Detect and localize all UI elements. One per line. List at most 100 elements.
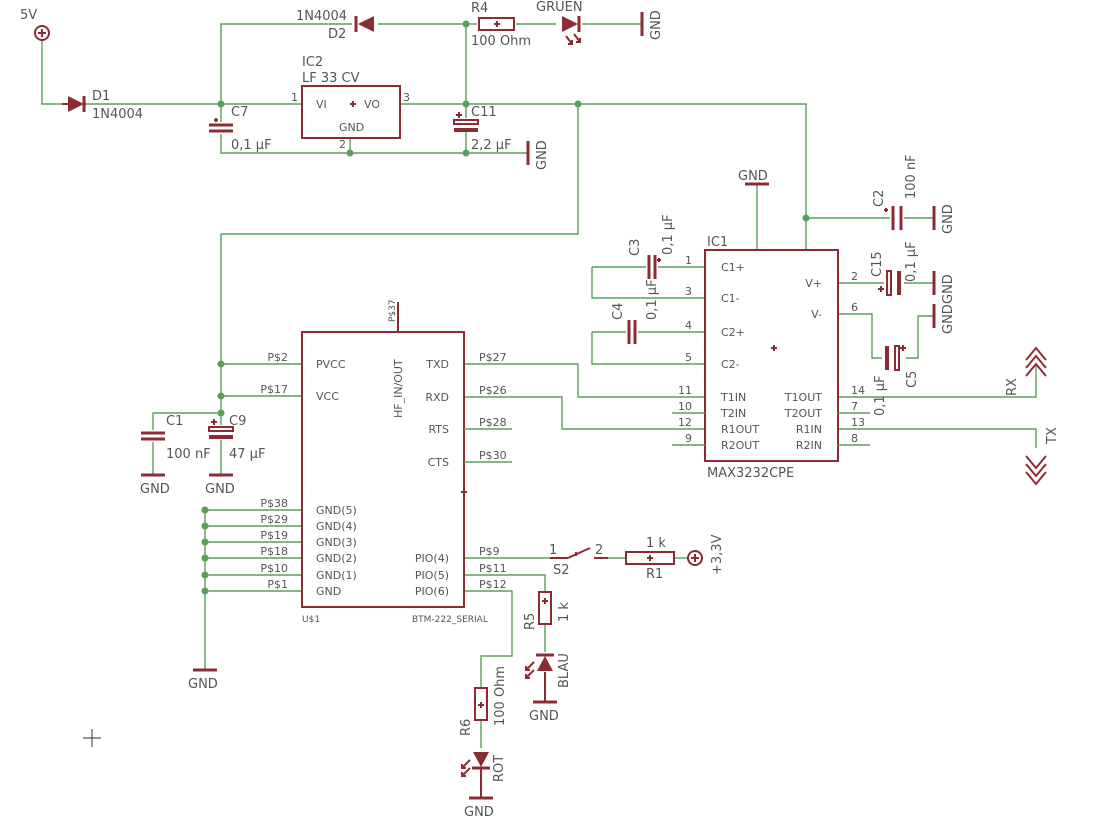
u1-pin-name: GND(4) [316,520,357,533]
c5-value: 0,1 µF [873,375,888,416]
c15-ref: C15 [870,251,885,277]
gnd-symbol: GND [738,169,769,186]
u1-pin-number: P$2 [267,351,288,364]
ic1-pin-name: T1IN [720,391,746,404]
ic1-pin-name: T2OUT [784,407,822,420]
resistor-r5: R5 1 k [523,591,572,630]
capacitor-c4: C4 0,1 µF [611,279,660,344]
resistor-r4: R4 100 Ohm [471,1,531,49]
capacitor-c7: C7 0,1 µF [209,105,272,153]
u1-pin-name: PIO(5) [415,569,449,582]
c3-ref: C3 [628,239,643,256]
led-rot-label: ROT [492,755,507,782]
gnd-label: GND [140,482,170,497]
supply-5v-label: 5V [20,8,37,23]
led-rot: ROT [461,752,507,798]
ic1-pin-number: 13 [851,416,865,429]
gnd-label: GND [529,709,559,724]
u1-pin-name: VCC [316,390,339,403]
gnd-symbol: GND [640,10,664,40]
supply-3v3: +3,3V [687,534,725,575]
ic1-pin-name: R1OUT [721,423,759,436]
capacitor-c15: C15 0,1 µF [870,241,919,296]
s2-pin1: 1 [549,543,557,558]
ic1-pin-number: 1 [685,254,692,267]
ic1-pin-name: C2- [721,358,740,371]
u1-pin-number: P$26 [479,384,507,397]
d1-value: 1N4004 [92,107,143,122]
ic1-pin-number: 4 [685,319,692,332]
supply-3v3-label: +3,3V [710,534,725,575]
ic2-ref: IC2 [302,55,323,70]
gnd-label: GND [738,169,768,184]
ic1-pin-name: R1IN [796,423,822,436]
c11-value: 2,2 µF [471,138,512,153]
gnd-symbol: GND [932,204,956,234]
wires [41,23,1037,748]
gnd-label: GND [464,805,494,820]
u1-pin-name: GND(2) [316,552,357,565]
u1-pin-number: P$12 [479,578,507,591]
capacitor-c1: C1 100 nF [141,414,211,462]
ic2-pin2: 2 [339,138,346,151]
ic2-pin-gnd: GND [339,121,364,134]
ic1-pin-number: 8 [851,432,858,445]
c4-value: 0,1 µF [645,279,660,320]
ic2-pin3: 3 [403,91,410,104]
u1-pin-number: P$28 [479,416,507,429]
s2-pin2: 2 [595,543,603,558]
c1-value: 100 nF [166,447,211,462]
u1-pin-name: CTS [428,456,449,469]
c9-ref: C9 [229,414,246,429]
u1-pin-number: P$30 [479,449,507,462]
r1-value: 1 k [646,536,666,551]
ic1-left-pins: 1C1+3C1-4C2+5C2-11T1IN10T2IN12R1OUT9R2OU… [672,254,759,452]
c9-value: 47 µF [229,447,265,462]
u1-pin-name: GND [316,585,341,598]
capacitor-c9: C9 47 µF [208,414,265,462]
gnd-symbol: GND [932,304,956,334]
resistor-r1: 1 k R1 [625,536,675,582]
gnd-label: GND [941,274,956,304]
led-blau-label: BLAU [557,653,572,688]
ic1-pin-number: 7 [851,400,858,413]
u1-right-pins: TXDP$27RXDP$26RTSP$28CTSP$30PIO(4)P$9PIO… [415,351,512,598]
gnd-label: GND [535,140,550,170]
u1-pin-name: PVCC [316,358,346,371]
u1-pin-name: PIO(4) [415,552,449,565]
ic1-pin-name: C1+ [721,261,745,274]
module-u1: P$37 HF_IN/OUT U$1 BTM-222_SERIAL P$2PVC… [260,299,512,625]
gnd-symbol: GND [932,271,956,304]
gnd-label: GND [941,204,956,234]
r1-ref: R1 [646,567,663,582]
r4-value: 100 Ohm [471,34,531,49]
rx-label: RX [1005,378,1020,396]
c11-ref: C11 [471,105,497,120]
tx-label: TX [1045,427,1060,445]
ic1-pin-number: 9 [685,432,692,445]
gnd-symbol: GND [140,473,170,497]
regulator-ic2: VI VO GND 1 3 2 IC2 LF 33 CV [291,55,410,151]
ic1-pin-name: C2+ [721,326,745,339]
ic1-pin-name: C1- [721,292,740,305]
supply-5v: 5V [20,8,50,41]
d1-ref: D1 [92,89,110,104]
r5-ref: R5 [523,613,538,630]
u1-pin-number: P$18 [260,545,288,558]
u1-pin-name: GND(5) [316,504,357,517]
r5-value: 1 k [557,602,572,622]
ic1-pin-number: 14 [851,384,865,397]
rx-port: RX [1005,346,1047,396]
ic1-pin-number: 11 [678,384,692,397]
switch-s2: 1 2 S2 [549,543,608,578]
ic2-pin-vo: VO [364,98,380,111]
s2-ref: S2 [553,563,570,578]
ic1-ref: IC1 [707,235,728,250]
u1-pin-number: P$19 [260,529,288,542]
u1-pin-number: P$27 [479,351,507,364]
u1-ref: U$1 [302,615,320,625]
c5-ref: C5 [905,371,920,388]
ic1-pin-number: 6 [851,301,858,314]
u1-top-pin: P$37 [388,299,398,322]
c2-value: 100 nF [904,154,919,199]
